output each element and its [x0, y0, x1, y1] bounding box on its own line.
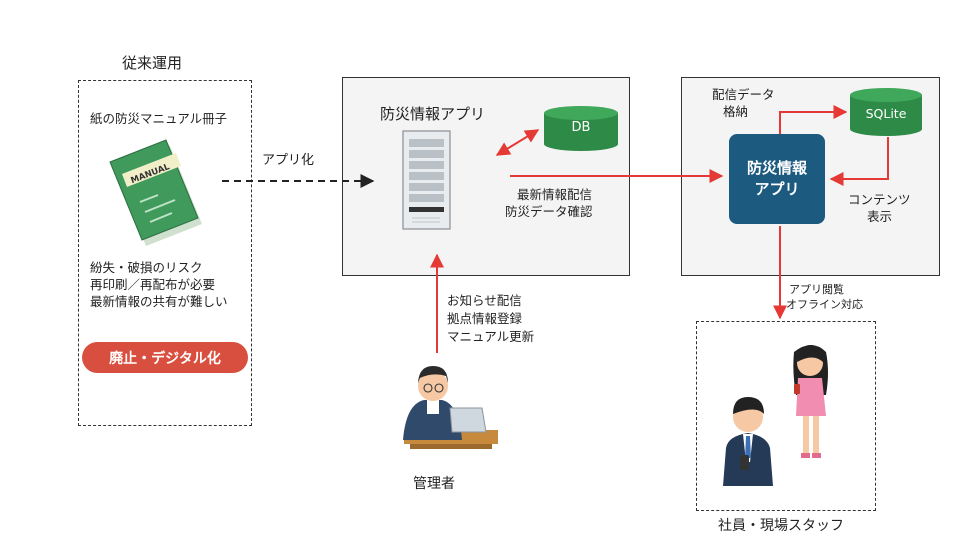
server-icon: [402, 130, 451, 230]
sqlite-label: SQLite: [865, 106, 907, 121]
arrow-server-db: [495, 129, 540, 156]
staff-woman-illustration: [793, 344, 828, 458]
edge-label-app-ka: アプリ化: [262, 153, 315, 168]
content-label-1: コンテンツ: [848, 192, 911, 207]
server-title: 防災情報アプリ: [380, 105, 486, 123]
device-note-1: 配信データ: [712, 87, 775, 102]
legacy-issue-1: 紛失・破損のリスク: [90, 260, 203, 275]
edge-label-data-check: 防災データ確認: [505, 204, 593, 219]
legacy-issue-3: 最新情報の共有が難しい: [90, 294, 228, 309]
arrow-sqlite-to-app: [829, 137, 889, 186]
admin-action-2: 拠点情報登録: [447, 311, 523, 326]
staff-box: [696, 321, 876, 511]
legacy-issue-2: 再印刷／再配布が必要: [90, 277, 216, 292]
sqlite-cylinder-icon: [850, 88, 922, 136]
staff-label: 社員・現場スタッフ: [718, 518, 844, 534]
db-cylinder-icon: [544, 106, 618, 151]
device-app-block: 防災情報 アプリ: [729, 134, 825, 224]
staff-man-illustration: [723, 397, 773, 486]
legacy-title: 従来運用: [122, 54, 183, 72]
arrow-app-to-sqlite: [779, 105, 848, 134]
manual-book-icon: MANUAL: [109, 139, 202, 246]
legacy-item-label: 紙の防災マニュアル冊子: [90, 111, 228, 126]
legacy-operation-box: [78, 80, 252, 426]
db-label: DB: [571, 120, 591, 135]
device-app-line2: アプリ: [754, 180, 800, 198]
edge-label-offline: オフライン対応: [786, 298, 863, 311]
device-note-2: 格納: [723, 104, 749, 119]
content-label-2: 表示: [867, 209, 893, 224]
device-app-line1: 防災情報: [746, 159, 807, 177]
administrator-illustration: [403, 366, 498, 449]
edge-label-app-view: アプリ閲覧: [789, 283, 844, 296]
admin-label: 管理者: [413, 476, 455, 492]
abolish-digitize-badge: 廃止・デジタル化: [82, 342, 248, 373]
edge-label-latest-info: 最新情報配信: [517, 187, 593, 202]
admin-action-1: お知らせ配信: [447, 293, 522, 308]
admin-action-3: マニュアル更新: [447, 329, 535, 344]
